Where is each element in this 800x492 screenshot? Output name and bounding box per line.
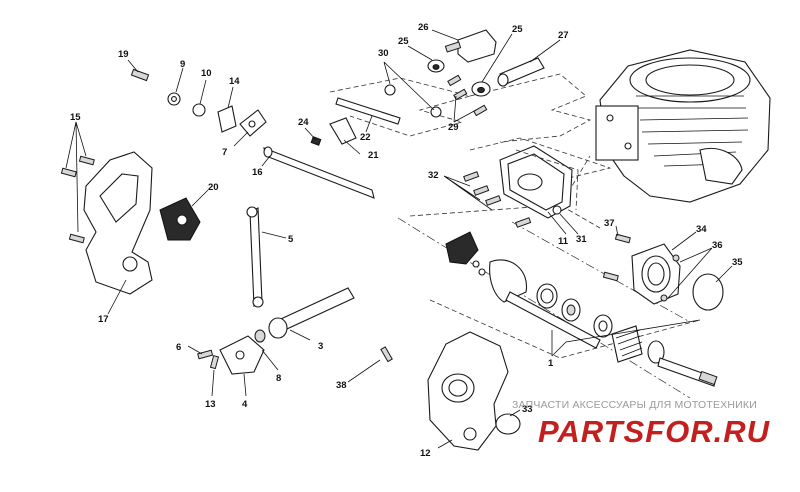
callout-21: 21 [368, 150, 379, 161]
callout-7: 7 [222, 147, 227, 158]
callout-32: 32 [428, 170, 439, 181]
pump-cover-assembly [602, 233, 724, 311]
callout-17: 17 [98, 314, 109, 325]
callout-11: 11 [558, 236, 569, 247]
callout-5: 5 [288, 234, 294, 245]
callout-13: 13 [205, 399, 216, 410]
callout-36: 36 [712, 240, 723, 251]
callout-31: 31 [576, 234, 587, 245]
callout-labels: 19 9 10 14 7 16 15 17 20 5 24 21 22 30 2… [70, 22, 743, 459]
watermark: ЗАПЧАСТИ АКСЕССУАРЫ ДЛЯ МОТОТЕХНИКИ PART… [512, 399, 771, 449]
callout-9: 9 [180, 59, 185, 70]
callout-29: 29 [448, 122, 459, 133]
callout-3: 3 [318, 341, 323, 352]
valve-cover-assembly [463, 145, 579, 228]
cylinder-block [595, 49, 771, 203]
callout-26: 26 [418, 22, 429, 33]
callout-38: 38 [336, 380, 347, 391]
callout-37: 37 [604, 218, 615, 229]
callout-33: 33 [522, 404, 533, 415]
callout-25-right: 25 [512, 24, 523, 35]
callout-20: 20 [208, 182, 219, 193]
callout-4: 4 [242, 399, 248, 410]
callout-24: 24 [298, 117, 309, 128]
lower-housing [380, 331, 521, 451]
callout-15: 15 [70, 112, 81, 123]
callout-8: 8 [276, 373, 281, 384]
callout-1: 1 [548, 358, 554, 369]
watermark-logo: PARTSFOR.RU [538, 414, 771, 449]
callout-34: 34 [696, 224, 707, 235]
water-pump-shaft-assembly [445, 231, 718, 387]
callout-12: 12 [420, 448, 431, 459]
lower-shaft-assembly [197, 287, 355, 375]
shift-shaft-assembly [130, 68, 375, 199]
link-rod [246, 206, 264, 308]
callout-30: 30 [378, 48, 389, 59]
callout-10: 10 [201, 68, 212, 79]
callout-22: 22 [360, 132, 371, 143]
watermark-tagline: ЗАПЧАСТИ АКСЕССУАРЫ ДЛЯ МОТОТЕХНИКИ [512, 399, 757, 411]
callout-27: 27 [558, 30, 569, 41]
callout-14: 14 [229, 76, 240, 87]
callout-19: 19 [118, 49, 129, 60]
callout-6: 6 [176, 342, 181, 353]
leader-lines [65, 29, 733, 449]
exhaust-valve-parts [335, 29, 545, 125]
callout-16: 16 [252, 167, 263, 178]
callout-25-left: 25 [398, 36, 409, 47]
left-side-cover [60, 151, 201, 295]
callout-35: 35 [732, 257, 743, 268]
